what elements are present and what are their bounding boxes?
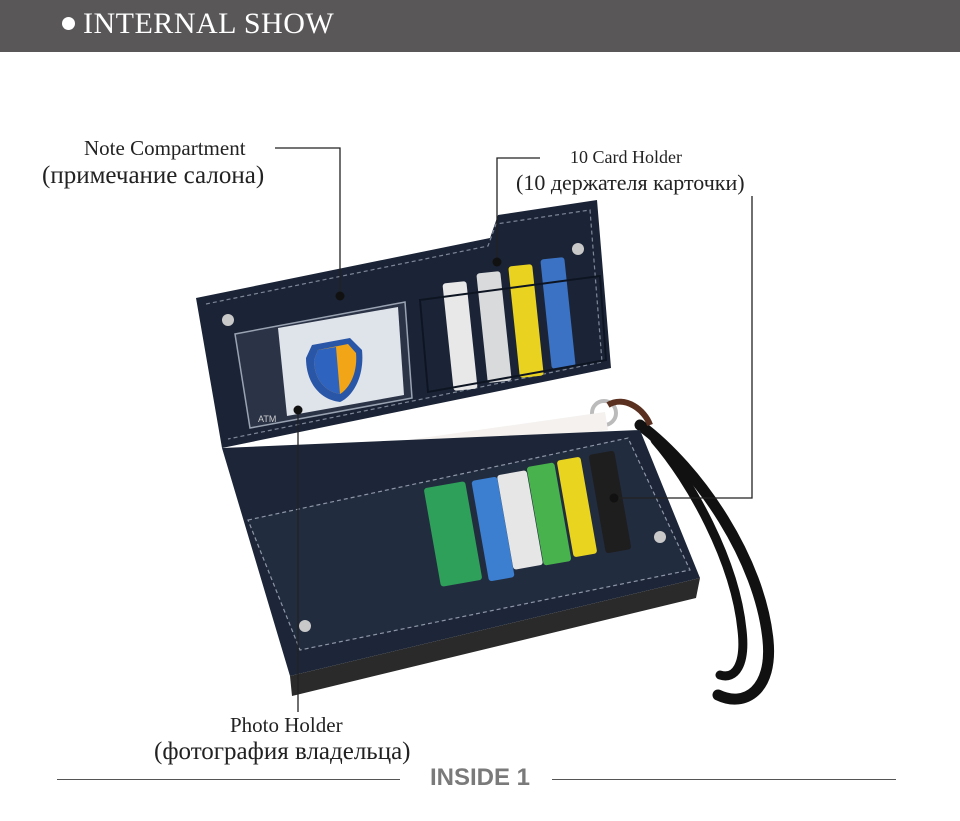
leader-lines xyxy=(275,147,753,712)
strap-cord xyxy=(606,398,653,427)
lower-card-slots xyxy=(424,450,632,587)
note-compartment-label: Note Compartment xyxy=(84,136,246,160)
bullet-icon xyxy=(62,16,75,30)
snap-bottom-left xyxy=(299,620,311,632)
footer-label: INSIDE 1 xyxy=(429,764,531,791)
leader-dots xyxy=(293,257,619,503)
snap-right xyxy=(572,243,584,255)
note-compartment-label-ru: (примечание салона) xyxy=(42,162,265,189)
header-bar: INTERNAL SHOW xyxy=(0,0,960,52)
snap-bottom-right xyxy=(654,531,666,543)
footer-line-left xyxy=(57,779,400,780)
upper-card-slots xyxy=(418,257,608,394)
photo-holder-label: Photo Holder xyxy=(230,713,343,737)
atm-icon: ATM xyxy=(258,414,276,424)
upper-stitching xyxy=(205,209,603,440)
header-title-text: INTERNAL SHOW xyxy=(83,7,335,40)
wrist-strap-inner xyxy=(650,435,748,681)
wrist-strap xyxy=(634,419,775,705)
card-holder-label-ru: (10 держателя карточки) xyxy=(516,170,745,195)
snap-left xyxy=(222,314,234,326)
footer-line-right xyxy=(552,779,896,780)
card-holder-label: 10 Card Holder xyxy=(570,147,682,167)
zipper xyxy=(290,578,700,696)
photo-holder-label-ru: (фотография владельца) xyxy=(154,738,411,765)
header-title: INTERNAL SHOW xyxy=(62,7,334,41)
